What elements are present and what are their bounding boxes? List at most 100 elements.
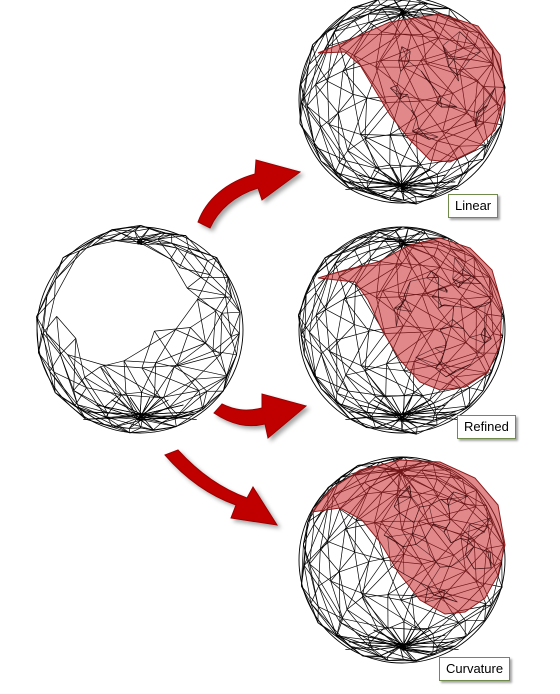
patch-edge <box>424 597 444 603</box>
mesh-edge <box>141 414 197 420</box>
mesh-edge <box>400 418 433 421</box>
mesh-edge <box>104 406 139 419</box>
mesh-edge <box>301 544 304 587</box>
mesh-edge <box>195 406 204 414</box>
mesh-edge <box>174 390 200 419</box>
mesh-edge <box>345 374 376 397</box>
mesh-edge <box>434 620 466 642</box>
mesh-edge <box>346 609 379 631</box>
mesh-edge <box>328 124 347 161</box>
mesh-edge <box>171 234 201 252</box>
patch-edge <box>448 66 459 82</box>
mesh-edge <box>330 580 344 619</box>
mesh-edge <box>457 159 464 175</box>
mesh-edge <box>339 508 357 521</box>
mesh-edge <box>402 187 435 192</box>
mesh-edge <box>174 354 221 368</box>
mesh-edge <box>120 232 143 242</box>
curved-arrow-icon <box>213 393 308 439</box>
mesh-edge <box>415 0 422 3</box>
mesh-edge <box>190 310 216 328</box>
patch-edge <box>436 102 442 108</box>
patch-edge <box>476 105 488 113</box>
mesh-edge <box>300 274 330 335</box>
mesh-edge <box>482 124 502 160</box>
mesh-edge <box>325 19 355 33</box>
mesh-edge <box>46 332 68 355</box>
mesh-edge <box>62 237 97 259</box>
mesh-edge <box>140 234 172 246</box>
patch-edge <box>399 512 415 524</box>
mesh-edge <box>177 364 228 377</box>
mesh-edge <box>123 360 127 394</box>
mesh-edge <box>174 418 177 427</box>
mesh-edge <box>220 313 223 355</box>
mesh-edge <box>310 585 320 604</box>
mesh-edge <box>353 285 356 325</box>
mesh-edge <box>153 422 163 431</box>
mesh-edge <box>202 391 208 408</box>
mesh-edge <box>360 102 387 135</box>
mesh-edge <box>303 548 321 566</box>
patch-edge <box>421 71 431 83</box>
patch-edge <box>451 319 453 327</box>
mesh-edge <box>334 172 350 188</box>
mesh-edge <box>73 338 77 391</box>
patch-edge <box>467 531 485 541</box>
mesh-edge <box>310 603 337 637</box>
mesh-edge <box>417 0 429 4</box>
mesh-edge <box>46 332 87 388</box>
mesh-edge <box>373 399 402 415</box>
mesh-edge <box>318 585 341 623</box>
mesh-edge <box>384 226 403 241</box>
mesh-edge <box>142 238 178 249</box>
mesh-edge <box>176 364 200 391</box>
mesh-edge <box>179 267 210 275</box>
mesh-edge <box>325 263 336 310</box>
mesh-edge <box>366 178 371 182</box>
patch-edge <box>383 512 400 536</box>
mesh-edge <box>325 276 340 310</box>
mesh-edge <box>209 274 232 298</box>
mesh-edge <box>401 415 405 420</box>
mesh-edge <box>157 235 186 240</box>
patch-edge <box>411 110 417 119</box>
mesh-edge <box>186 277 202 289</box>
patch-edge <box>383 534 404 547</box>
patch-edge <box>433 523 447 529</box>
mesh-edge <box>300 334 322 355</box>
mesh-edge <box>140 239 143 245</box>
mesh-edge <box>308 31 327 65</box>
mesh-edge <box>404 419 418 428</box>
patch-edge <box>412 130 430 140</box>
mesh-edge <box>417 166 430 170</box>
mesh-edge <box>375 164 390 168</box>
patch-edge <box>463 328 471 338</box>
patch-edge <box>424 594 435 603</box>
mesh-edge <box>427 191 435 198</box>
mesh-edge <box>74 405 131 434</box>
mesh-edge <box>457 171 468 186</box>
mesh-edge <box>236 333 240 355</box>
patch-edge <box>452 257 455 279</box>
mesh-edge <box>73 390 78 405</box>
mesh-edge <box>357 462 376 466</box>
mesh-edge <box>387 594 413 596</box>
mesh-edge <box>303 565 319 587</box>
mesh-edge <box>325 31 330 47</box>
mesh-edge <box>320 388 351 419</box>
patch-edge <box>443 532 452 543</box>
mesh-edge <box>485 124 502 146</box>
mesh-edge <box>194 354 221 380</box>
patch-edge <box>403 573 421 584</box>
mesh-edge <box>334 171 368 189</box>
mesh-edge <box>225 295 241 313</box>
mesh-edge <box>402 242 405 246</box>
mesh-edge <box>329 324 355 352</box>
patch-edge <box>478 105 488 114</box>
mesh-edge <box>400 647 433 653</box>
patch-edge <box>398 46 403 62</box>
patch-edge <box>460 524 470 539</box>
mesh-edge <box>436 413 458 426</box>
mesh-edge <box>484 604 492 621</box>
